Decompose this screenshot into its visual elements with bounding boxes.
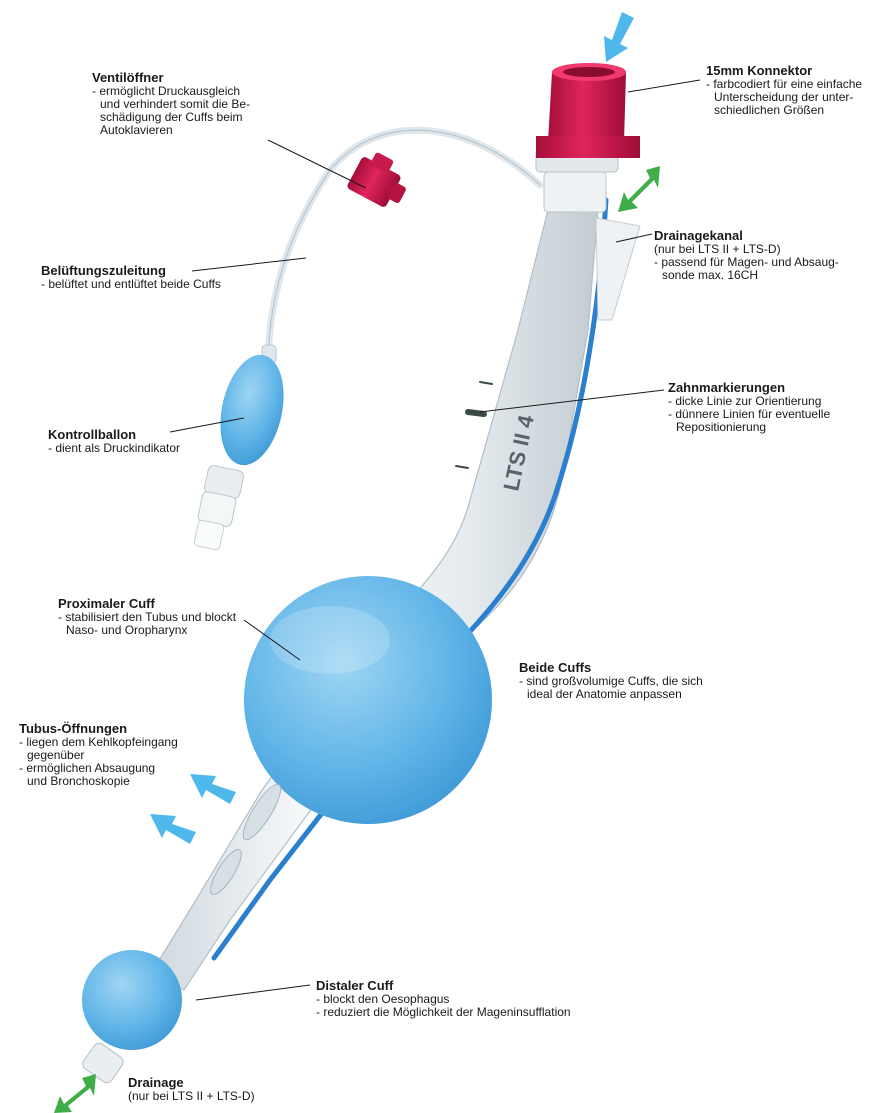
label-ventiloeffner: Ventilöffner - ermöglicht Druckausgleich…	[92, 70, 292, 137]
double-arrow-icon	[54, 1074, 96, 1113]
label-drainage-title: Drainage	[128, 1075, 328, 1090]
arrow-icon	[604, 12, 634, 62]
arrow-icon	[150, 814, 196, 844]
label-distaler-cuff-title: Distaler Cuff	[316, 978, 636, 993]
label-drainage-line: (nur bei LTS II + LTS-D)	[128, 1090, 328, 1103]
label-belueftung-line: - belüftet und entlüftet beide Cuffs	[41, 278, 261, 291]
label-proximaler-cuff-title: Proximaler Cuff	[58, 596, 278, 611]
label-belueftung-title: Belüftungszuleitung	[41, 263, 261, 278]
label-ventiloeffner-line: Autoklavieren	[92, 124, 292, 137]
label-drainagekanal: Drainagekanal (nur bei LTS II + LTS-D) -…	[654, 228, 854, 282]
label-konnektor-title: 15mm Konnektor	[706, 63, 890, 78]
label-kontrollballon-line: - dient als Druckindikator	[48, 442, 218, 455]
label-proximaler-cuff: Proximaler Cuff - stabilisiert den Tubus…	[58, 596, 278, 637]
label-drainage: Drainage (nur bei LTS II + LTS-D)	[128, 1075, 328, 1103]
double-arrow-icon	[618, 166, 660, 212]
inflation-line	[268, 130, 540, 360]
label-tubus-oeffnungen-line: und Bronchoskopie	[19, 775, 219, 788]
label-beide-cuffs: Beide Cuffs - sind großvolumige Cuffs, d…	[519, 660, 749, 701]
label-zahnmarkierungen-line: Repositionierung	[668, 421, 868, 434]
proximal-cuff	[244, 576, 492, 824]
label-ventiloeffner-title: Ventilöffner	[92, 70, 292, 85]
label-tubus-oeffnungen: Tubus-Öffnungen - liegen dem Kehlkopfein…	[19, 721, 219, 788]
label-drainagekanal-title: Drainagekanal	[654, 228, 854, 243]
valve-opener	[346, 147, 415, 213]
label-kontrollballon-title: Kontrollballon	[48, 427, 218, 442]
label-drainagekanal-line: sonde max. 16CH	[654, 269, 854, 282]
label-beide-cuffs-line: ideal der Anatomie anpassen	[519, 688, 749, 701]
connector-15mm	[536, 63, 640, 212]
label-distaler-cuff: Distaler Cuff - blockt den Oesophagus - …	[316, 978, 636, 1019]
label-belueftungszuleitung: Belüftungszuleitung - belüftet und entlü…	[41, 263, 261, 291]
label-zahnmarkierungen-title: Zahnmarkierungen	[668, 380, 868, 395]
label-konnektor: 15mm Konnektor - farbcodiert für eine ei…	[706, 63, 890, 117]
label-kontrollballon: Kontrollballon - dient als Druckindikato…	[48, 427, 218, 455]
label-zahnmarkierungen: Zahnmarkierungen - dicke Linie zur Orien…	[668, 380, 868, 434]
label-tubus-oeffnungen-title: Tubus-Öffnungen	[19, 721, 219, 736]
label-distaler-cuff-line: - reduziert die Möglichkeit der Magenins…	[316, 1006, 636, 1019]
label-proximaler-cuff-line: Naso- und Oropharynx	[58, 624, 278, 637]
label-beide-cuffs-title: Beide Cuffs	[519, 660, 749, 675]
drainage-funnel	[596, 218, 640, 320]
label-konnektor-line: schiedlichen Größen	[706, 104, 890, 117]
distal-cuff	[82, 950, 182, 1050]
